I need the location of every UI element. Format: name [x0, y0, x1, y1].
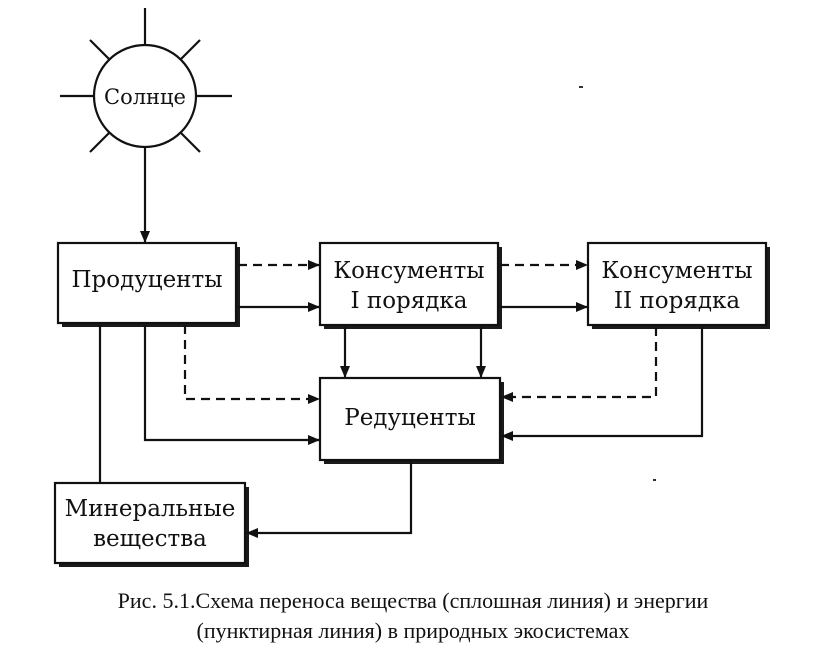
arrow-consumers2-decomposers-matter: [501, 327, 704, 441]
sun-node: Солнце: [60, 8, 232, 178]
minerals-label-line1: Минеральные: [65, 496, 236, 522]
flow-arrows: [98, 178, 704, 538]
arrow-consumers2-decomposers-energy: [501, 327, 658, 402]
figure-caption: Рис. 5.1.Схема переноса вещества (сплошн…: [0, 586, 826, 646]
sun-label: Солнце: [104, 85, 186, 109]
decomposers-box: Редуценты: [318, 376, 504, 464]
print-speck: [579, 86, 583, 88]
arrow-producers-decomposers-energy: [183, 325, 320, 404]
print-speck: [653, 479, 656, 481]
sun-ray: [180, 39, 201, 60]
sun-ray: [89, 132, 110, 153]
minerals-box: Минеральные вещества: [53, 481, 249, 567]
sun-ray: [180, 132, 201, 153]
decomposers-label: Редуценты: [344, 405, 476, 431]
producers-label: Продуценты: [71, 267, 222, 293]
producers-box: Продуценты: [56, 241, 240, 327]
sun-circle: [92, 43, 198, 149]
consumers-2-box: Консументы II порядка: [586, 241, 770, 329]
minerals-label-line2: вещества: [93, 526, 207, 552]
consumers-2-label-line1: Консументы: [601, 258, 752, 284]
sun-ray: [89, 39, 110, 60]
consumers-1-label-line1: Консументы: [333, 258, 484, 284]
consumers-1-label-line2: I порядка: [350, 288, 467, 314]
caption-line-2: (пунктирная линия) в природных экосистем…: [196, 618, 630, 643]
caption-line-1: Рис. 5.1.Схема переноса вещества (сплошн…: [117, 588, 709, 613]
arrow-producers-decomposers-matter: [143, 325, 320, 445]
consumers-2-label-line2: II порядка: [614, 288, 740, 314]
arrow-decomposers-minerals: [246, 462, 413, 538]
consumers-1-box: Консументы I порядка: [318, 241, 502, 329]
